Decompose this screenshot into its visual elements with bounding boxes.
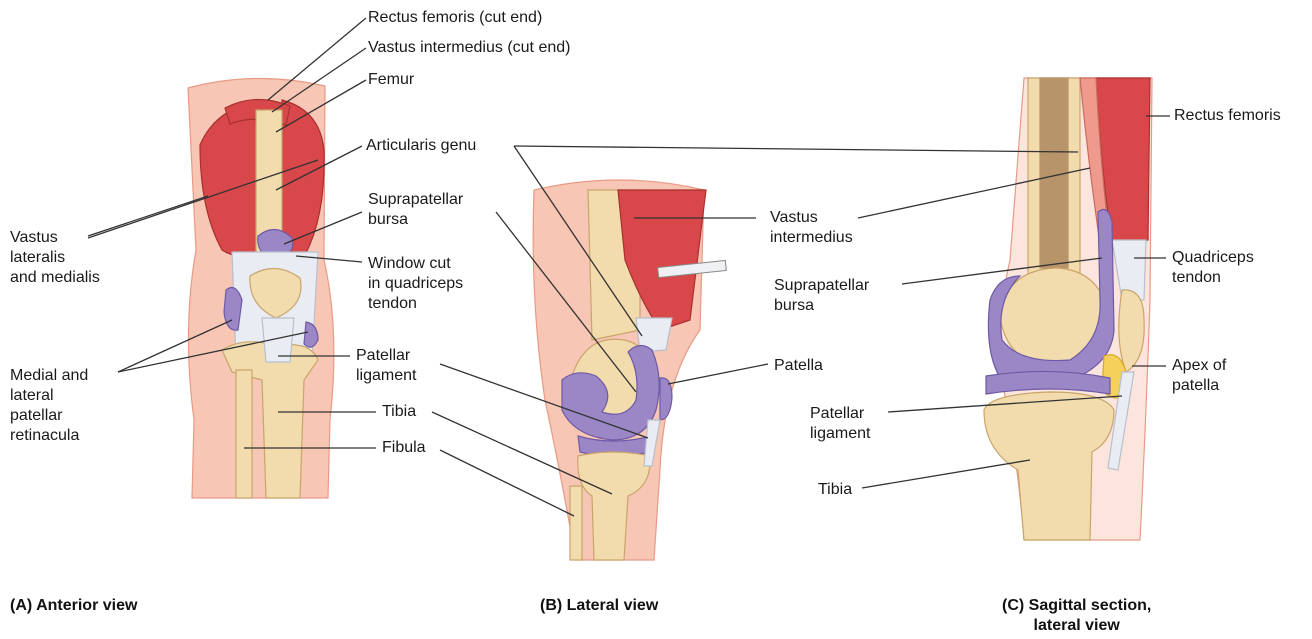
retinaculum-lateral bbox=[224, 288, 242, 331]
label-vastus-intermedius: Vastus intermedius bbox=[770, 208, 853, 248]
leader-patella-b bbox=[668, 364, 768, 384]
label-patellar-ligament-c: Patellar ligament bbox=[810, 404, 870, 444]
label-tibia-a: Tibia bbox=[382, 402, 416, 422]
label-apex-patella: Apex of patella bbox=[1172, 356, 1226, 396]
label-suprapatellar-bursa-c: Suprapatellar bursa bbox=[774, 276, 869, 316]
caption-sagittal-view: (C) Sagittal section, lateral view bbox=[1002, 596, 1151, 636]
caption-anterior-view: (A) Anterior view bbox=[10, 596, 137, 616]
label-retinacula: Medial and lateral patellar retinacula bbox=[10, 366, 88, 446]
label-articularis-genu: Articularis genu bbox=[366, 136, 476, 156]
label-vastus-lateralis-medialis: Vastus lateralis and medialis bbox=[10, 228, 100, 288]
label-femur: Femur bbox=[368, 70, 414, 90]
label-fibula: Fibula bbox=[382, 438, 426, 458]
label-suprapatellar-bursa-a: Suprapatellar bursa bbox=[368, 190, 463, 230]
leader-tibia-c bbox=[862, 460, 1030, 488]
label-vastus-intermedius-cut: Vastus intermedius (cut end) bbox=[368, 38, 570, 58]
fibula-anterior bbox=[236, 370, 252, 498]
lateral-view-drawing bbox=[533, 180, 726, 560]
caption-lateral-view: (B) Lateral view bbox=[540, 596, 658, 616]
leader-vastus-lat-med-1 bbox=[88, 196, 208, 236]
leader-articularis-genu-c bbox=[514, 146, 1078, 152]
anterior-view-drawing bbox=[188, 78, 334, 498]
label-patella: Patella bbox=[774, 356, 823, 376]
label-window-cut: Window cut in quadriceps tendon bbox=[368, 254, 463, 314]
label-rectus-femoris-cut: Rectus femoris (cut end) bbox=[368, 8, 542, 28]
label-tibia-c: Tibia bbox=[818, 480, 852, 500]
label-quadriceps-tendon: Quadriceps tendon bbox=[1172, 248, 1254, 288]
sagittal-view-drawing bbox=[984, 78, 1152, 540]
leader-fibula-b bbox=[440, 450, 574, 516]
fibula-lateral bbox=[570, 486, 582, 560]
label-patellar-ligament-a: Patellar ligament bbox=[356, 346, 416, 386]
label-rectus-femoris: Rectus femoris bbox=[1174, 106, 1281, 126]
